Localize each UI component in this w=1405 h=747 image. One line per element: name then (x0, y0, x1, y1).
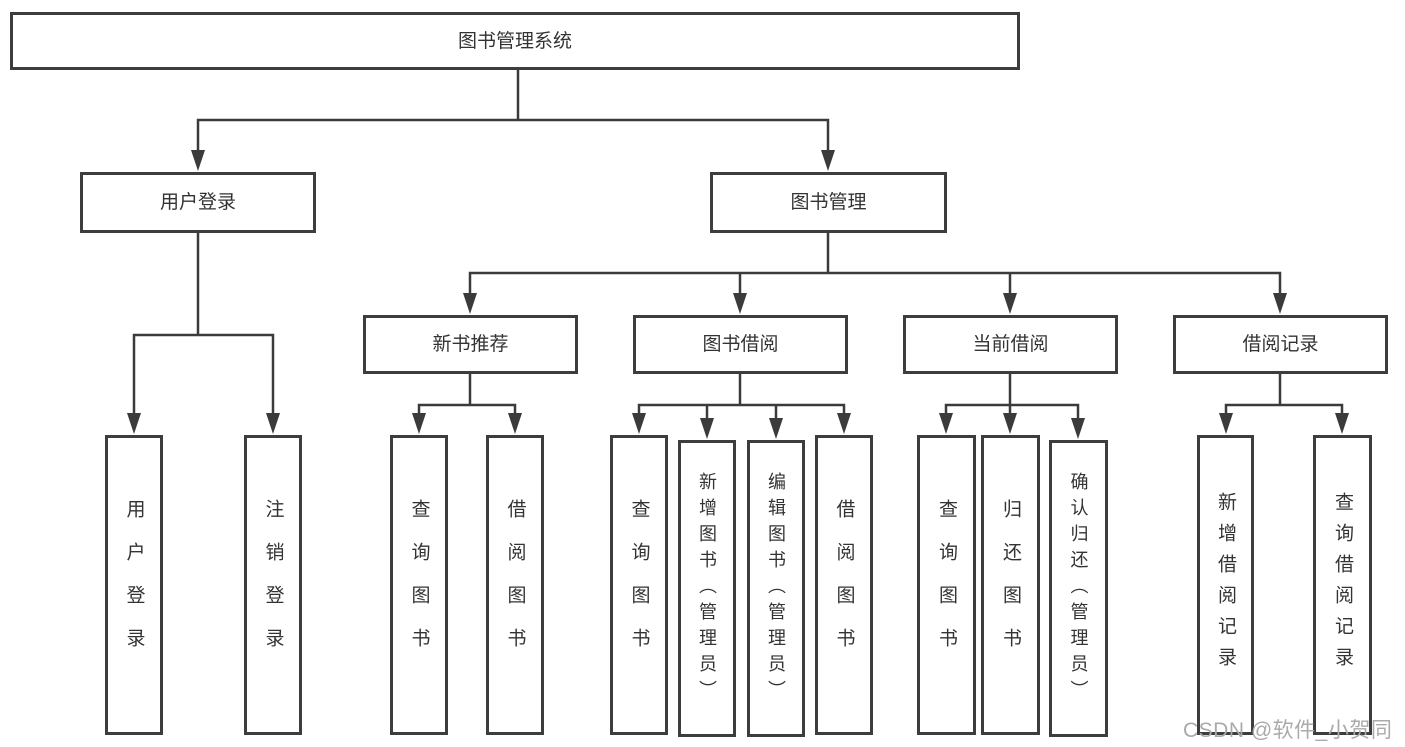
leaf-bb-query-book: 查询图书 (610, 435, 668, 735)
leaf-cb-return-book: 归还图书 (981, 435, 1040, 735)
node-user-login-label: 用户登录 (159, 192, 236, 213)
arrowhead (939, 413, 953, 434)
arrowhead (1273, 293, 1287, 314)
node-book-borrow: 图书借阅 (633, 315, 848, 374)
arrowhead (266, 413, 280, 434)
leaf-cb-confirm-return-admin-label: 确认归还（管理员） (1068, 471, 1089, 706)
node-root-label: 图书管理系统 (457, 30, 572, 52)
arrowhead (1003, 293, 1017, 314)
arrowhead (1335, 413, 1349, 434)
leaf-bb-borrow-book: 借阅图书 (815, 435, 873, 735)
node-new-book-recommend: 新书推荐 (363, 315, 578, 374)
watermark-text: CSDN @软件_小贺同学 (1183, 719, 1393, 742)
leaf-nb-borrow-book: 借阅图书 (486, 435, 544, 735)
leaf-cb-query-book: 查询图书 (917, 435, 976, 735)
leaf-bb-edit-book-admin: 编辑图书（管理员） (747, 440, 805, 737)
node-book-management: 图书管理 (710, 172, 947, 233)
leaf-cb-confirm-return-admin: 确认归还（管理员） (1049, 440, 1108, 737)
arrowhead (821, 150, 835, 171)
arrowhead (837, 413, 851, 434)
arrowhead (508, 413, 522, 434)
arrowhead (412, 413, 426, 434)
leaf-nb-borrow-book-label: 借阅图书 (504, 499, 526, 671)
leaf-user-login: 用户登录 (105, 435, 163, 735)
node-borrow-records: 借阅记录 (1173, 315, 1388, 374)
arrowhead (1071, 418, 1085, 439)
leaf-cb-query-book-label: 查询图书 (936, 499, 957, 671)
leaf-nb-query-book: 查询图书 (390, 435, 448, 735)
node-book-management-label: 图书管理 (790, 192, 867, 213)
leaf-cb-return-book-label: 归还图书 (1000, 499, 1021, 671)
arrowhead (632, 413, 646, 434)
leaf-bb-borrow-book-label: 借阅图书 (833, 499, 855, 671)
leaf-br-query-record: 查询借阅记录 (1313, 435, 1372, 735)
node-current-borrow-label: 当前借阅 (972, 334, 1049, 355)
leaf-bb-query-book-label: 查询图书 (628, 499, 650, 671)
leaf-br-add-record: 新增借阅记录 (1197, 435, 1254, 735)
arrowhead (191, 150, 205, 171)
node-root: 图书管理系统 (10, 12, 1020, 70)
node-user-login: 用户登录 (80, 172, 316, 233)
leaf-logout: 注销登录 (244, 435, 302, 735)
node-new-book-recommend-label: 新书推荐 (432, 334, 509, 355)
node-book-borrow-label: 图书借阅 (702, 334, 779, 355)
leaf-logout-label: 注销登录 (262, 499, 284, 671)
arrowhead (733, 293, 747, 314)
leaf-user-login-label: 用户登录 (123, 499, 145, 671)
connector-segments (132, 70, 1344, 419)
arrowhead (700, 418, 714, 439)
node-current-borrow: 当前借阅 (903, 315, 1118, 374)
arrowhead (769, 418, 783, 439)
leaf-br-query-record-label: 查询借阅记录 (1332, 492, 1353, 678)
arrowhead (1003, 413, 1017, 434)
node-borrow-records-label: 借阅记录 (1242, 334, 1319, 355)
leaf-bb-add-book-admin-label: 新增图书（管理员） (697, 471, 717, 706)
leaf-bb-edit-book-admin-label: 编辑图书（管理员） (766, 471, 786, 706)
arrowhead (1219, 413, 1233, 434)
arrowhead (463, 293, 477, 314)
arrowheads (127, 150, 1349, 439)
leaf-bb-add-book-admin: 新增图书（管理员） (678, 440, 736, 737)
leaf-br-add-record-label: 新增借阅记录 (1215, 492, 1236, 678)
leaf-nb-query-book-label: 查询图书 (408, 499, 430, 671)
arrowhead (127, 413, 141, 434)
